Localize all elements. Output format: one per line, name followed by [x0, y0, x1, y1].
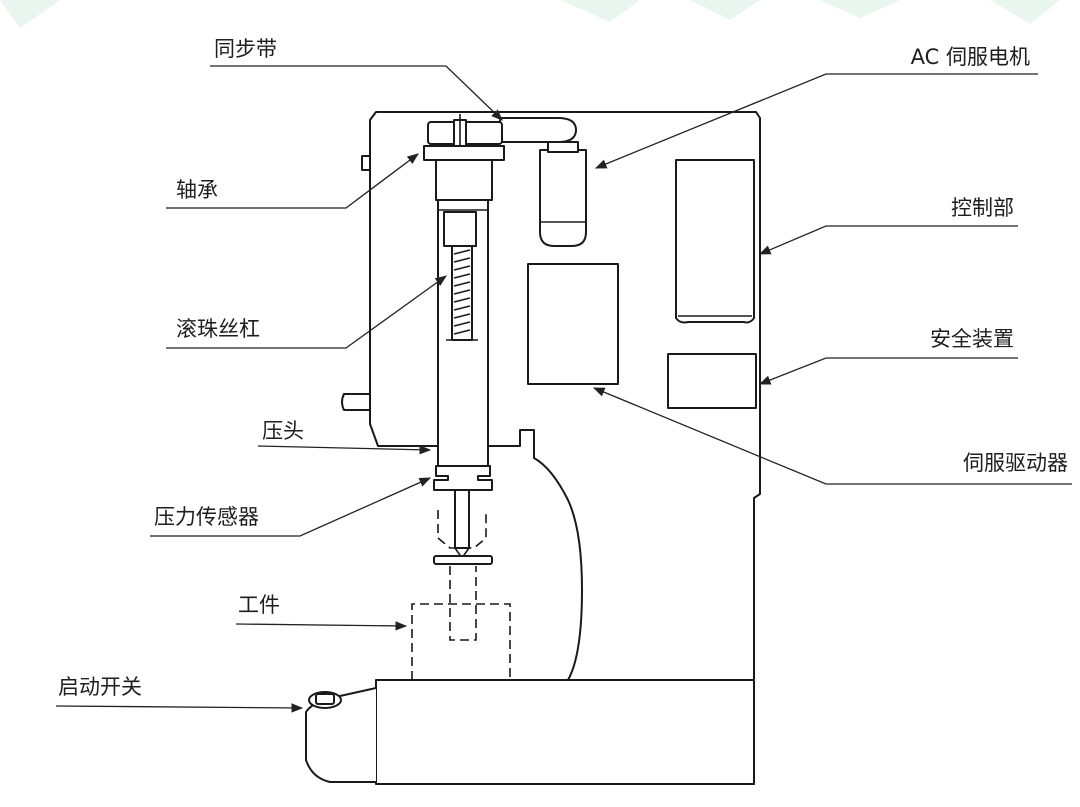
servo-driver-box: [527, 263, 619, 385]
punch-dashed: [437, 510, 487, 549]
label-safety-device: 安全装置: [930, 327, 1014, 351]
leader-ball-screw: [166, 275, 447, 349]
punch-rod-dashed: [449, 566, 477, 641]
leader-timing-belt: [210, 65, 503, 121]
label-bearing: 轴承: [176, 178, 218, 202]
label-start-switch: 启动开关: [58, 675, 142, 699]
ball-screw-thread: [453, 249, 471, 335]
leader-control-unit: [758, 225, 1018, 255]
label-ac-servo-motor: AC 伺服电机: [911, 45, 1030, 69]
workpiece-outline: [411, 603, 511, 680]
label-workpiece: 工件: [238, 593, 280, 617]
machine-base: [375, 679, 755, 785]
leader-safety-device: [758, 357, 1018, 385]
press-head: [433, 465, 493, 491]
label-force-sensor: 压力传感器: [154, 505, 259, 529]
label-press-head: 压头: [262, 419, 304, 443]
leader-bearing: [166, 153, 419, 209]
servo-motor: [539, 149, 587, 247]
bearing-housing: [423, 145, 505, 161]
leader-servo-driver: [592, 387, 1072, 485]
leader-lines: [55, 65, 1072, 713]
label-control-unit: 控制部: [951, 196, 1014, 220]
machine-drawing: [305, 111, 761, 785]
watermark-decoration: [0, 0, 1060, 28]
leader-force-sensor: [150, 477, 432, 537]
safety-device-box: [667, 353, 757, 409]
label-ball-screw: 滚珠丝杠: [176, 317, 260, 341]
control-unit-panel: [675, 159, 755, 324]
side-clip: [341, 393, 371, 411]
side-bump-top: [361, 155, 371, 171]
leader-start-switch: [55, 703, 304, 713]
label-timing-belt: 同步带: [214, 37, 277, 61]
label-servo-driver: 伺服驱动器: [963, 451, 1068, 475]
leader-servo-motor: [594, 73, 1038, 169]
leader-workpiece: [235, 621, 408, 631]
labels: 同步带 AC 伺服电机 轴承 控制部 滚珠丝杠 安全装置 压头 伺服驱动器 压力…: [58, 37, 1068, 699]
leader-press-head: [257, 445, 432, 455]
